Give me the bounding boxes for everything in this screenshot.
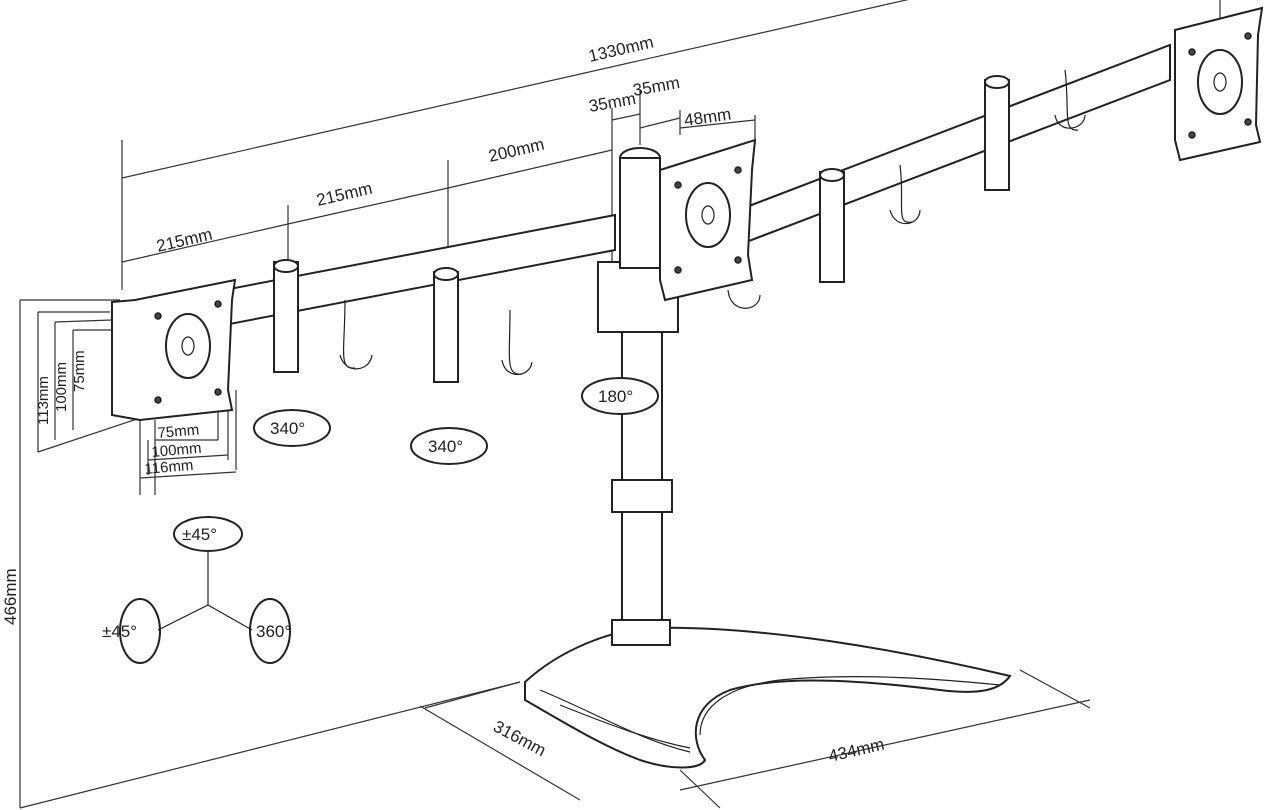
arm-joint-right-rotation: 340° [428,437,463,456]
base-width-label: 434mm [827,735,887,766]
right-arm [659,43,1171,309]
rotate-rotation: 360° [256,622,291,641]
dimension-lines [19,0,1221,809]
vesa-plate-center [659,138,757,302]
vesa-height-min-label: 75mm [71,350,88,392]
total-height-label: 466mm [1,568,20,625]
rotation-badges [119,377,659,664]
vesa-width-max-label: 116mm [144,457,194,478]
head-offset-label: 48mm [683,105,732,130]
vesa-plate-left [111,278,237,422]
swivel-rotation: ±45° [102,622,137,641]
left-arm [119,213,616,383]
base-depth-label: 316mm [490,717,549,760]
tilt-rotation: ±45° [182,525,217,544]
center-pole [597,147,679,646]
vesa-width-mid-label: 100mm [151,440,202,461]
stand-base [524,626,1012,769]
left-segment-label: 215mm [155,225,215,256]
offset-a-label: 35mm [631,73,681,100]
vesa-width-min-label: 75mm [157,421,200,442]
vesa-height-mid-label: 100mm [53,362,70,412]
rotation-labels: 340° 340° 180° ±45° ±45° 360° [102,387,633,641]
vesa-plate-right [1174,6,1264,162]
vesa-height-max-label: 113mm [35,376,52,425]
arm-joint-left-rotation: 340° [270,419,305,438]
middle-segment-label: 215mm [315,179,375,210]
pole-rotation: 180° [598,387,633,406]
center-segment-label: 200mm [487,135,547,166]
overall-width-label: 1330mm [587,33,656,66]
offset-b-label: 35mm [587,89,637,116]
